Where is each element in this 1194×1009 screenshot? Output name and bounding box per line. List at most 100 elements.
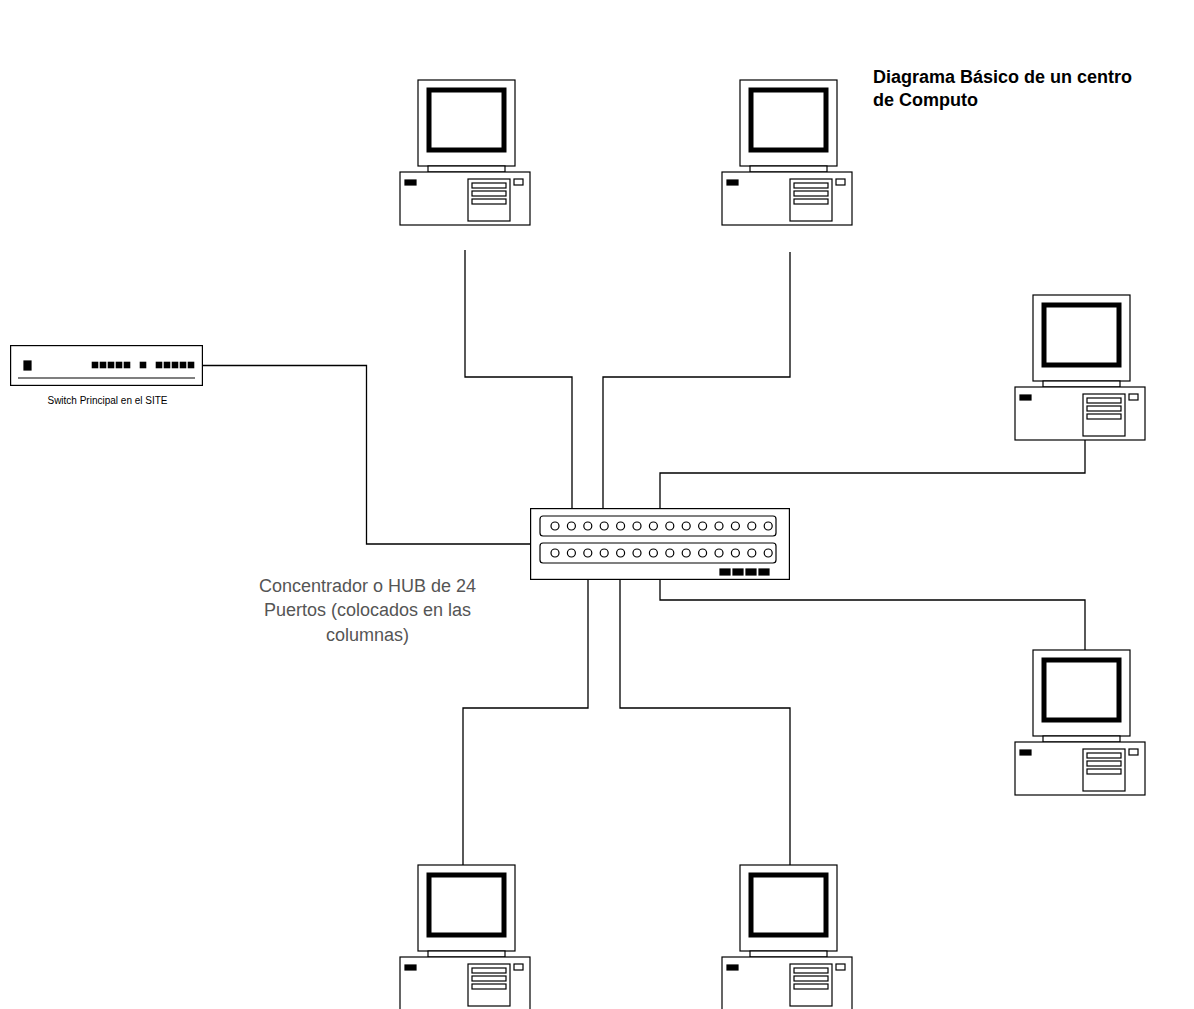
drive-bay (468, 964, 510, 1006)
port (551, 522, 559, 530)
power-led (405, 965, 416, 970)
monitor-case (740, 80, 837, 166)
network-cable (203, 366, 530, 545)
port (164, 362, 170, 368)
cable (603, 252, 790, 525)
cable (620, 553, 790, 866)
computer-icon (722, 80, 852, 225)
button (836, 179, 845, 185)
drive-slot (472, 968, 506, 973)
cable (465, 250, 572, 525)
port (600, 522, 608, 530)
port-row (540, 543, 776, 563)
drive-slot (794, 191, 828, 196)
drive-slot (794, 968, 828, 973)
cpu-case (722, 172, 852, 225)
monitor-stand (750, 166, 827, 172)
button (514, 964, 523, 970)
drive-bay (790, 964, 832, 1006)
monitor-screen (751, 90, 826, 150)
port (567, 549, 575, 557)
port (764, 549, 772, 557)
drive-bay (1083, 749, 1125, 791)
power-led (1020, 395, 1031, 400)
device-label: Switch Principal en el SITE (40, 394, 175, 408)
drive-bay (790, 179, 832, 221)
diagram-title: Diagrama Básico de un centro de Computo (873, 66, 1145, 111)
case (531, 509, 790, 580)
status-light (759, 569, 769, 575)
drive-slot (472, 183, 506, 188)
port (188, 362, 194, 368)
monitor-case (418, 865, 515, 951)
port (715, 549, 723, 557)
monitor-screen (429, 90, 504, 150)
monitor-stand (1043, 736, 1120, 742)
port (682, 549, 690, 557)
monitor-screen (429, 875, 504, 935)
computer-icon (1015, 650, 1145, 795)
button (836, 964, 845, 970)
port (617, 549, 625, 557)
monitor-screen (751, 875, 826, 935)
drive-slot (794, 984, 828, 989)
port (172, 362, 178, 368)
status-light (746, 569, 756, 575)
computer-icon (722, 865, 852, 1009)
port (649, 522, 657, 530)
port (666, 549, 674, 557)
port (633, 549, 641, 557)
switch-outline (11, 346, 203, 386)
port (649, 549, 657, 557)
status-light (720, 569, 730, 575)
device-label: Concentrador o HUB de 24 Puertos (coloca… (230, 574, 505, 647)
port (180, 362, 186, 368)
drive-bay (1083, 394, 1125, 436)
cpu-case (1015, 387, 1145, 440)
monitor-stand (1043, 381, 1120, 387)
port (715, 522, 723, 530)
power-led (727, 965, 738, 970)
cpu-case (400, 957, 530, 1009)
case (11, 346, 203, 386)
port (748, 549, 756, 557)
computer-icon (400, 80, 530, 225)
drive-slot (794, 183, 828, 188)
computer-icon (1015, 295, 1145, 440)
port (731, 549, 739, 557)
hub-device: Concentrador o HUB de 24 Puertos (coloca… (530, 508, 790, 580)
status-light (733, 569, 743, 575)
port (584, 549, 592, 557)
drive-slot (1087, 769, 1121, 774)
port (682, 522, 690, 530)
drive-slot (1087, 398, 1121, 403)
port (551, 549, 559, 557)
cpu-case (1015, 742, 1145, 795)
drive-bay (468, 179, 510, 221)
switch-device: Switch Principal en el SITE (10, 345, 203, 386)
drive-slot (1087, 406, 1121, 411)
port (600, 549, 608, 557)
port (584, 522, 592, 530)
port (731, 522, 739, 530)
monitor-stand (428, 166, 505, 172)
hub-outline (531, 509, 790, 580)
switch-drawing (10, 345, 203, 386)
button (1129, 394, 1138, 400)
monitor-case (1033, 295, 1130, 381)
monitor-screen (1044, 660, 1119, 720)
port (748, 522, 756, 530)
drive-slot (472, 199, 506, 204)
drive-slot (794, 976, 828, 981)
cpu-case (400, 172, 530, 225)
port (100, 362, 106, 368)
port (633, 522, 641, 530)
port (92, 362, 98, 368)
port (699, 522, 707, 530)
monitor-case (418, 80, 515, 166)
port (666, 522, 674, 530)
monitor-stand (428, 951, 505, 957)
port (116, 362, 122, 368)
port (567, 522, 575, 530)
